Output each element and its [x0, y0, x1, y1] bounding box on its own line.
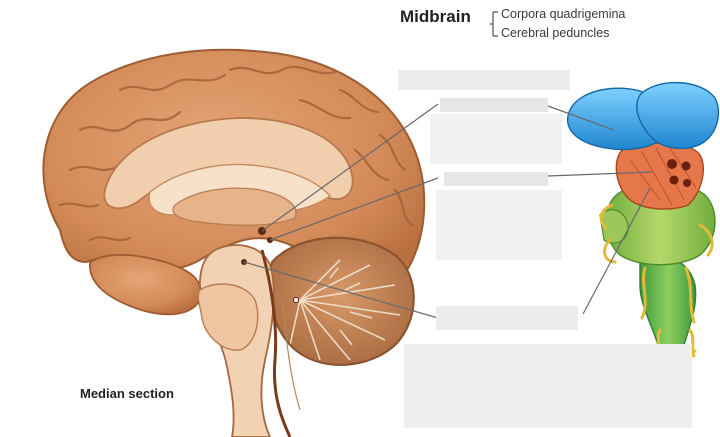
label-box-mid-upper	[444, 172, 548, 186]
midbrain-title: Midbrain	[400, 7, 471, 26]
brainstem-illustration	[566, 81, 719, 358]
subpart-cerebral-peduncles: Cerebral peduncles	[501, 26, 610, 40]
label-box-top	[398, 70, 570, 90]
leader-lines	[243, 103, 653, 319]
label-box-upper	[440, 98, 548, 112]
label-box-mid	[436, 190, 562, 260]
label-box-upper-body	[430, 114, 562, 164]
subpart-corpora-quadrigemina: Corpora quadrigemina	[501, 7, 626, 21]
bracket-icon	[490, 11, 498, 37]
label-box-lower	[436, 306, 578, 330]
cerebellum	[267, 236, 415, 366]
median-section-label: Median section	[80, 386, 174, 401]
brainstem-section	[197, 244, 301, 437]
label-box-bottom	[404, 344, 692, 428]
section-point-cerebellum	[293, 297, 299, 303]
corpus-callosum	[103, 117, 354, 226]
label-boxes	[398, 70, 692, 428]
